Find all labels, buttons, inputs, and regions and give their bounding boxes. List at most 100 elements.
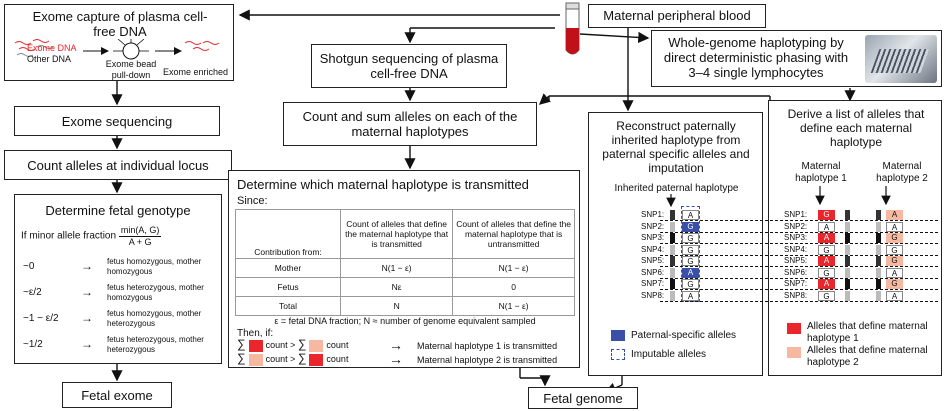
snp-label: SNP2: (784, 221, 808, 231)
snp-label: SNP6: (784, 267, 808, 277)
genotype-result: fetus homozygous, mother heterozygous (107, 309, 202, 328)
table-header-row: Contribution from: Count of alleles that… (235, 209, 575, 259)
maternal1-allele: G (818, 244, 835, 255)
fetal-exome-box: Fetal exome (62, 382, 172, 408)
exome-capture-box: Exome capture of plasma cell-free DNA Ex… (4, 4, 234, 81)
legend-paternal-swatch (611, 330, 625, 341)
snp-label: SNP8: (641, 290, 665, 300)
chromosome-segment (876, 221, 881, 232)
chromosome-segment (670, 290, 675, 301)
salmon-swatch (309, 339, 324, 352)
table-cell: 0 (452, 277, 575, 297)
arrow-icon: → (389, 351, 403, 367)
maternal1-allele: A (818, 279, 835, 289)
chromosome-segment (876, 244, 881, 255)
paternal-allele: G (682, 244, 699, 255)
fetal-exome-text: Fetal exome (81, 388, 153, 403)
legend-m1: Alleles that define maternal haplotype 1 (807, 321, 928, 344)
chromosome-segment (670, 210, 675, 220)
chromosome-segment (845, 233, 850, 243)
exome-enriched-label: Exome enriched (163, 67, 229, 77)
table-cell: N(1 − ε) (452, 258, 575, 278)
legend-imputable: Imputable alleles (631, 349, 707, 360)
arrow-icon: → (81, 337, 93, 351)
blood-tube-icon (565, 2, 580, 55)
then-label: Then, if: (237, 328, 274, 339)
chromosome-segment (845, 210, 850, 220)
sum-symbol: ∑ (297, 351, 307, 365)
snp-row-line (660, 289, 938, 290)
maternal1-allele: A (818, 256, 835, 266)
chromosome-segment (876, 267, 881, 278)
shotgun-text: Shotgun sequencing of plasma cell-free D… (319, 51, 499, 81)
chromosome-segment (845, 267, 850, 278)
bead-pull-down-label: Exome bead pull-down (105, 59, 157, 80)
table-cell: N (339, 296, 454, 316)
chromosome-segment (876, 256, 881, 266)
table-header: Count of alleles that define the materna… (452, 209, 575, 259)
if-text: If minor allele fraction (21, 230, 117, 242)
reconstruct-text: Reconstruct paternally inherited haploty… (602, 119, 750, 175)
chromosome-segment (670, 221, 675, 232)
table-header: Contribution from: (235, 209, 341, 259)
genotype-result: fetus heterozygous, mother heterozygous (107, 335, 204, 354)
result-2: Maternal haplotype 2 is transmitted (417, 355, 558, 365)
maternal1-allele: G (818, 267, 835, 278)
chromosome-segment (670, 279, 675, 289)
chromosome-segment (670, 233, 675, 243)
count-locus-box: Count alleles at individual locus (4, 150, 232, 180)
maternal1-allele: G (818, 290, 835, 301)
snp-row-line (660, 243, 938, 244)
paternal-allele: A (682, 290, 699, 301)
snp-label: SNP2: (641, 221, 665, 231)
cond2-b: count (326, 354, 349, 364)
maternal2-label: Maternal haplotype 2 (876, 161, 928, 184)
snp-row-line (660, 254, 938, 256)
genotype-result: fetus homozygous, mother homozygous (107, 257, 202, 276)
chromosome-segment (670, 244, 675, 255)
snp-label: SNP4: (641, 244, 665, 254)
snp-row-line (660, 300, 938, 302)
legend-paternal: Paternal-specific alleles (631, 330, 737, 341)
maternal2-allele: A (886, 221, 903, 232)
chromosome-segment (670, 256, 675, 266)
snp-label: SNP5: (784, 256, 808, 265)
exome-seq-text: Exome sequencing (61, 114, 173, 129)
snp-label: SNP5: (641, 256, 665, 265)
imputable-outline (681, 206, 700, 302)
genotype-condition: ~0 (23, 261, 35, 272)
chromosome-segment (845, 290, 850, 301)
derive-box: Derive a list of alleles that define eac… (768, 100, 942, 376)
chromosome-segment (876, 279, 881, 289)
wgh-box: Whole-genome haplotyping by direct deter… (651, 30, 942, 87)
legend-m2-swatch (787, 347, 801, 358)
chromosome-segment (876, 233, 881, 243)
genotype-condition: ~ε/2 (23, 287, 42, 298)
fetal-genotype-box: Determine fetal genotype If minor allele… (14, 194, 222, 364)
salmon-swatch (248, 353, 263, 366)
chromosome-segment (845, 244, 850, 255)
maternal2-allele: G (886, 256, 903, 266)
exome-seq-box: Exome sequencing (14, 106, 220, 136)
arrow-icon: → (81, 311, 93, 325)
genotype-result: fetus heterozygous, mother homozygous (107, 283, 204, 302)
maternal2-allele: G (886, 279, 903, 289)
snp-label: SNP1: (784, 210, 808, 219)
maternal1-allele: G (818, 210, 835, 220)
genotype-condition: ~1/2 (23, 339, 43, 350)
legend-m2: Alleles that define maternal haplotype 2 (807, 345, 928, 368)
paternal-allele: G (682, 279, 699, 289)
maternal2-allele: A (886, 290, 903, 301)
paternal-allele: G (682, 221, 699, 232)
maternal2-allele: A (886, 267, 903, 278)
snp-label: SNP3: (641, 233, 665, 242)
snp-row-line (660, 231, 938, 233)
fraction-denominator: A + G (128, 237, 152, 247)
snp-label: SNP6: (641, 267, 665, 277)
contribution-table: Contribution from: Count of alleles that… (235, 209, 575, 316)
reconstruct-box: Reconstruct paternally inherited haploty… (588, 112, 763, 376)
result-1: Maternal haplotype 1 is transmitted (417, 341, 558, 351)
condition-1: ∑count > ∑count (237, 338, 348, 352)
